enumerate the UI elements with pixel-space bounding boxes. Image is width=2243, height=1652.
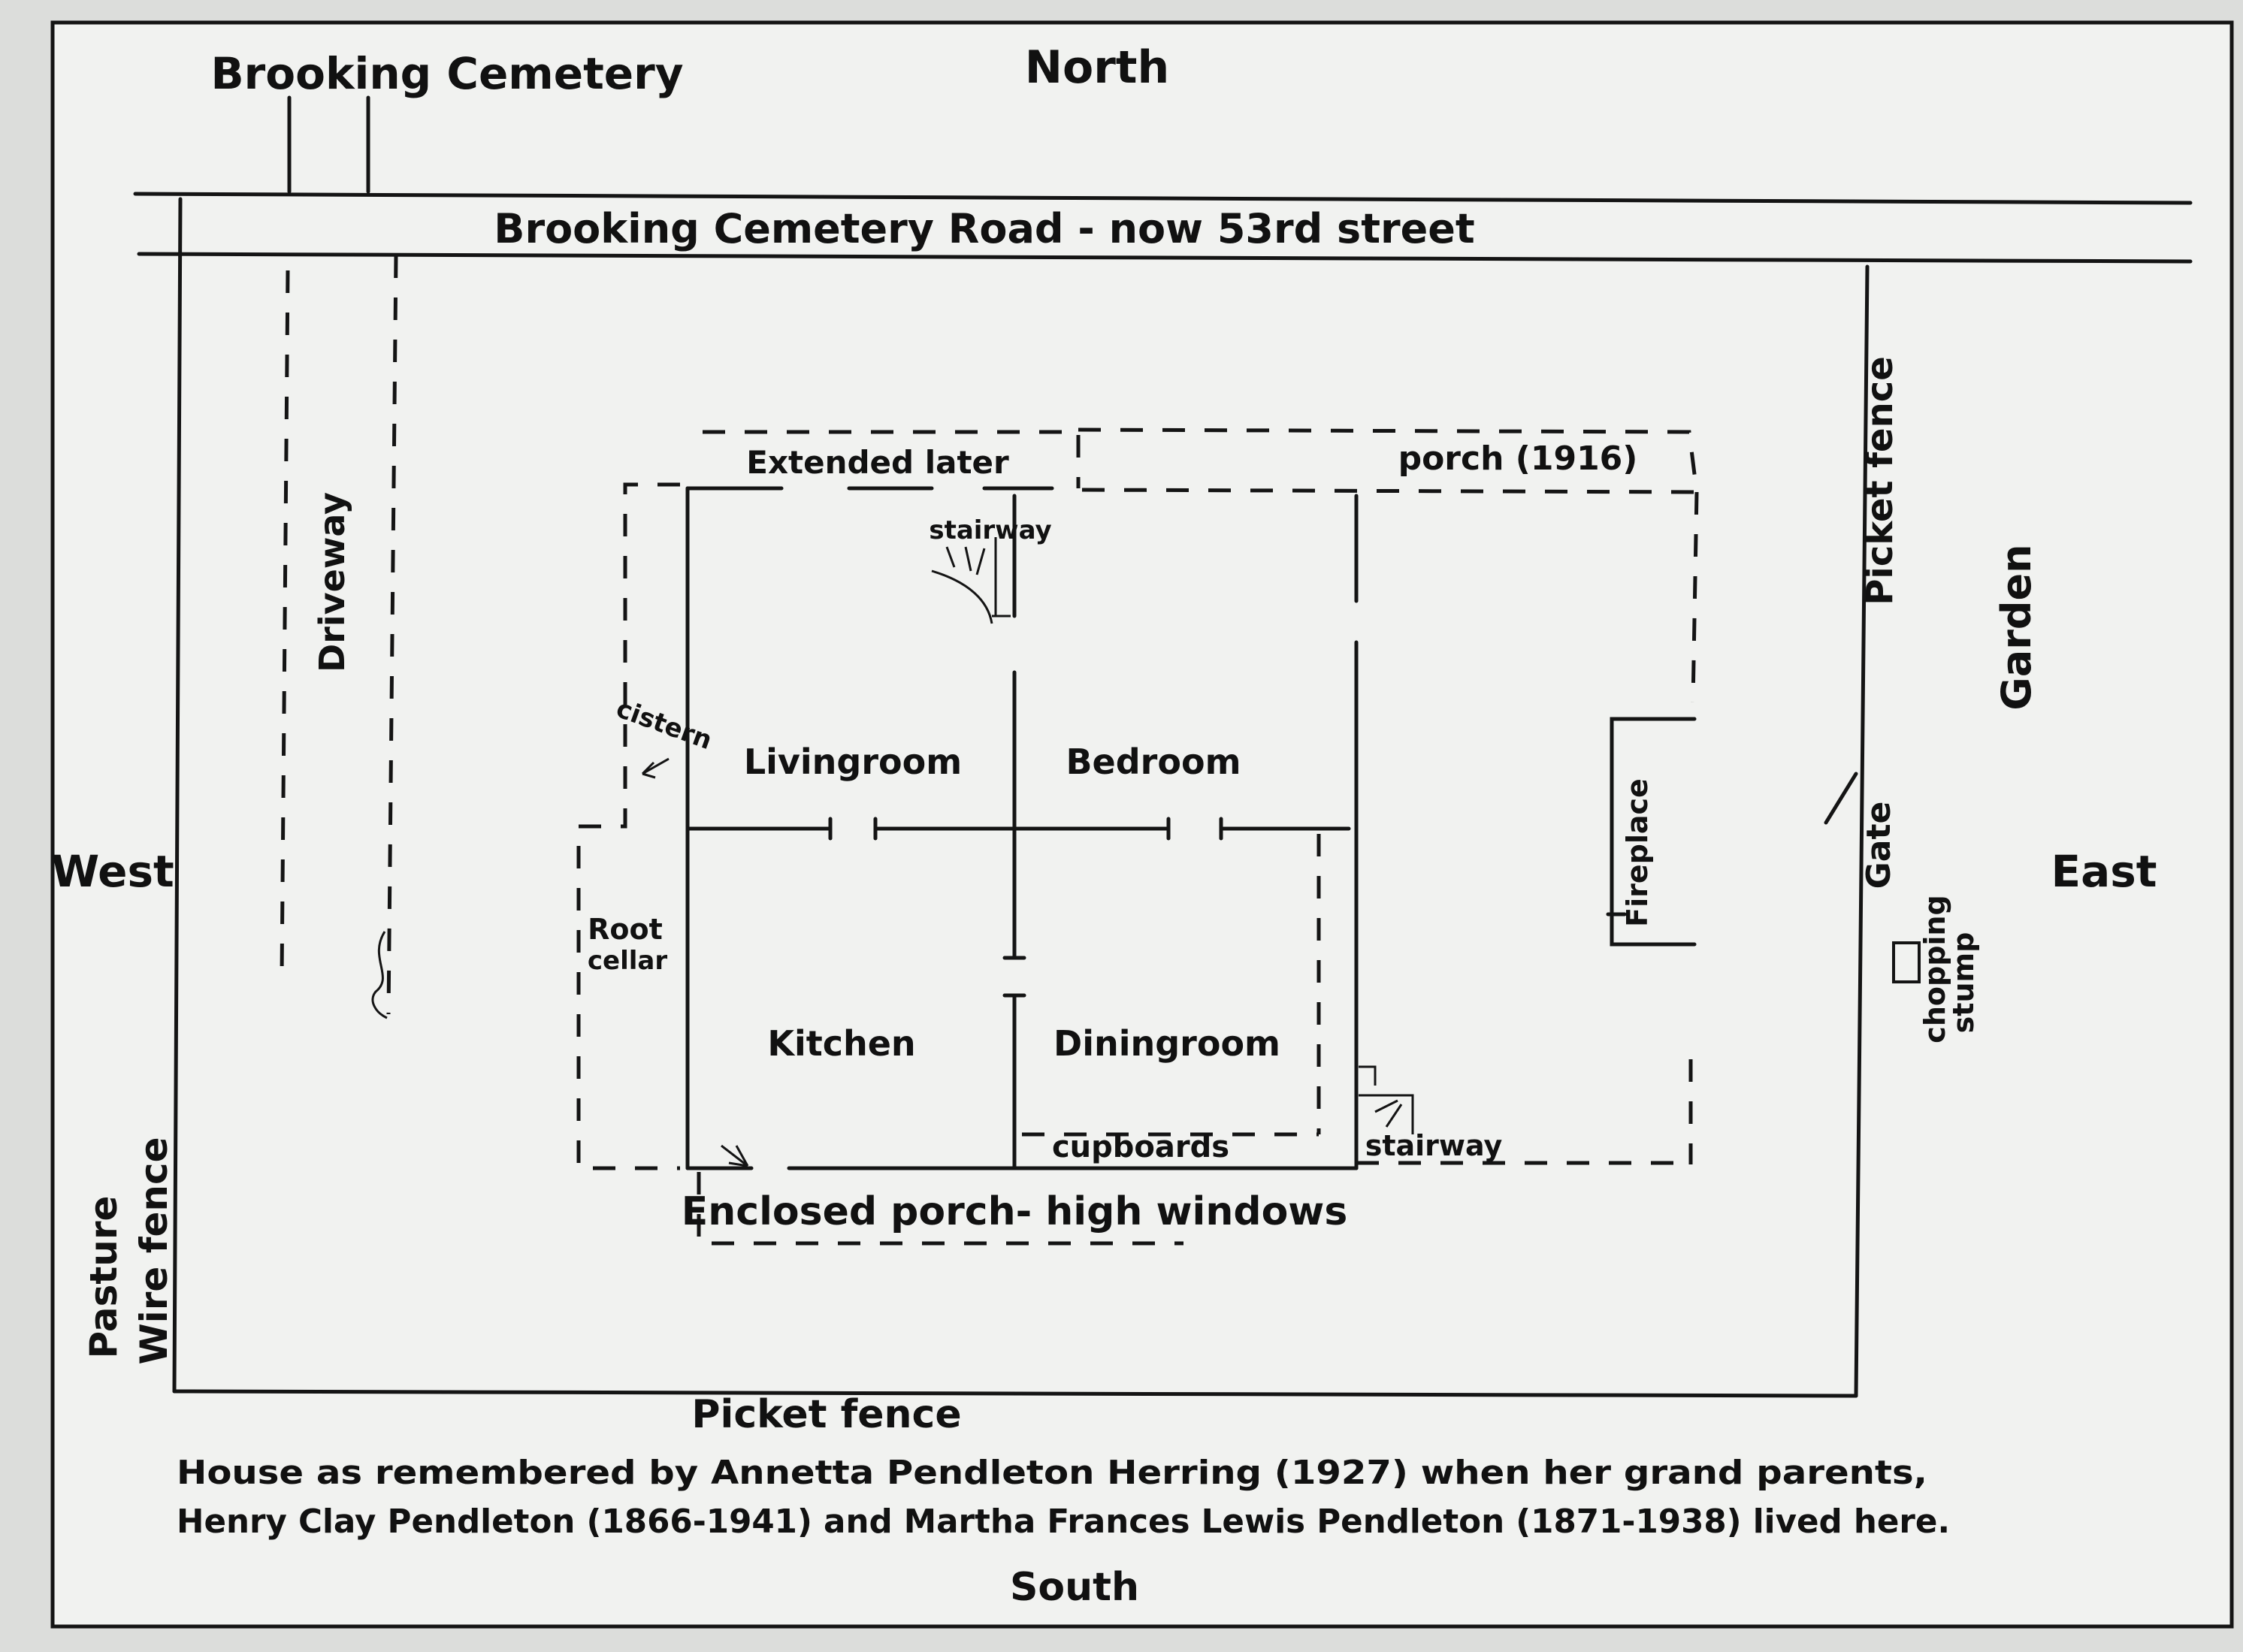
stairway-bottom-symbol xyxy=(1359,1065,1414,1134)
cemetery-label: Brooking Cemetery xyxy=(210,48,683,99)
livingroom-label: Livingroom xyxy=(744,741,962,782)
porch-arrow xyxy=(721,1144,749,1167)
porch-north-edge xyxy=(1081,488,1697,494)
compass-west-label: West xyxy=(51,846,174,897)
road-south-edge xyxy=(137,252,2193,264)
stairway-top-symbol xyxy=(931,537,1011,624)
picket-fence-east-line xyxy=(1854,264,1870,1398)
driveway-left-edge xyxy=(280,270,290,977)
driveway-right-edge xyxy=(386,255,398,1015)
stairway-top-label: stairway xyxy=(929,515,1051,545)
cistern-arrow xyxy=(641,757,670,779)
diningroom-label: Diningroom xyxy=(1053,1023,1280,1064)
gate-mark xyxy=(1824,772,1858,825)
bedroom-label: Bedroom xyxy=(1066,741,1241,782)
compass-north-label: North xyxy=(1025,41,1169,94)
picket-fence-south-line xyxy=(172,1389,1858,1398)
driveway-label: Driveway xyxy=(312,492,352,672)
compass-east-label: East xyxy=(2051,846,2157,897)
kitchen-label: Kitchen xyxy=(767,1023,915,1064)
chopping-label: chopping xyxy=(1918,895,1951,1043)
fireplace-outline xyxy=(1610,717,1697,947)
road-north-edge xyxy=(133,192,2193,205)
enclosed-porch-label: Enclosed porch- high windows xyxy=(682,1189,1348,1234)
root-cellar-label-1: Root xyxy=(588,913,663,946)
stairway-bottom-label: stairway xyxy=(1365,1129,1503,1162)
pasture-label: Pasture xyxy=(82,1196,125,1359)
porch-1916-outline xyxy=(1078,427,1699,493)
wire-fence-line xyxy=(172,197,183,1394)
picket-fence-south-label: Picket fence xyxy=(691,1392,961,1437)
porch-1916-label: porch (1916) xyxy=(1398,439,1638,478)
caption-line-2: Henry Clay Pendleton (1866-1941) and Mar… xyxy=(177,1503,1950,1541)
driveway-curve xyxy=(371,931,388,1019)
cupboards-label: cupboards xyxy=(1052,1130,1229,1164)
paper-sheet xyxy=(50,20,2234,1629)
wire-fence-label: Wire fence xyxy=(132,1137,176,1364)
enclosed-porch-outline xyxy=(697,1172,1183,1246)
porch-east-edge xyxy=(1691,491,1699,703)
picket-fence-east-label: Picket fence xyxy=(1859,356,1901,606)
west-extension-outline xyxy=(576,482,680,1170)
compass-south-label: South xyxy=(1010,1565,1139,1610)
gate-label: Gate xyxy=(1860,802,1898,889)
caption-line-1: House as remembered by Annetta Pendleton… xyxy=(177,1454,1927,1492)
road-label: Brooking Cemetery Road - now 53rd street xyxy=(494,205,1474,252)
garden-label: Garden xyxy=(1993,544,2040,710)
fireplace-label: Fireplace xyxy=(1621,778,1654,927)
stump-label: stump xyxy=(1947,932,1980,1034)
extended-later-label: Extended later xyxy=(746,444,1009,481)
root-cellar-label-2: cellar xyxy=(588,946,667,976)
chopping-stump-icon xyxy=(1892,941,1921,983)
